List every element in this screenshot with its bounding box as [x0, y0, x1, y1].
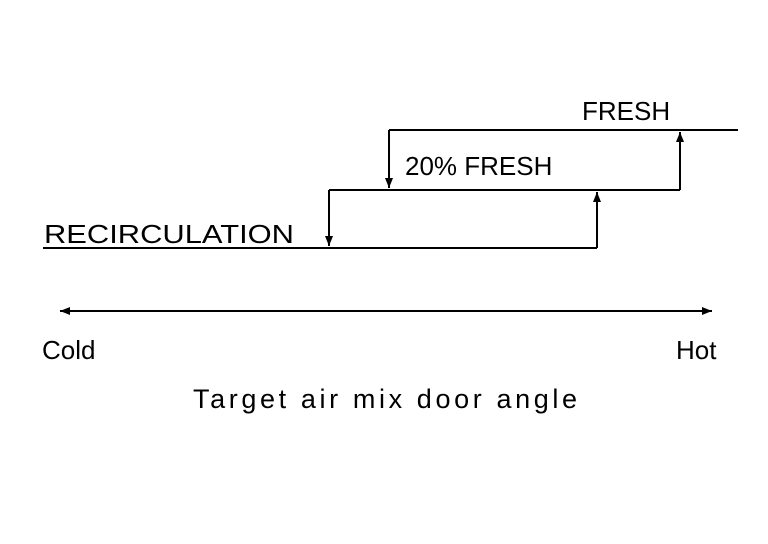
hot-label: Hot	[676, 335, 717, 365]
cold-label: Cold	[42, 335, 95, 365]
fresh20-label: 20% FRESH	[405, 151, 552, 181]
recirculation-label: RECIRCULATION	[44, 219, 294, 249]
axis-title: Target air mix door angle	[193, 384, 577, 414]
fresh-label: FRESH	[582, 96, 670, 126]
